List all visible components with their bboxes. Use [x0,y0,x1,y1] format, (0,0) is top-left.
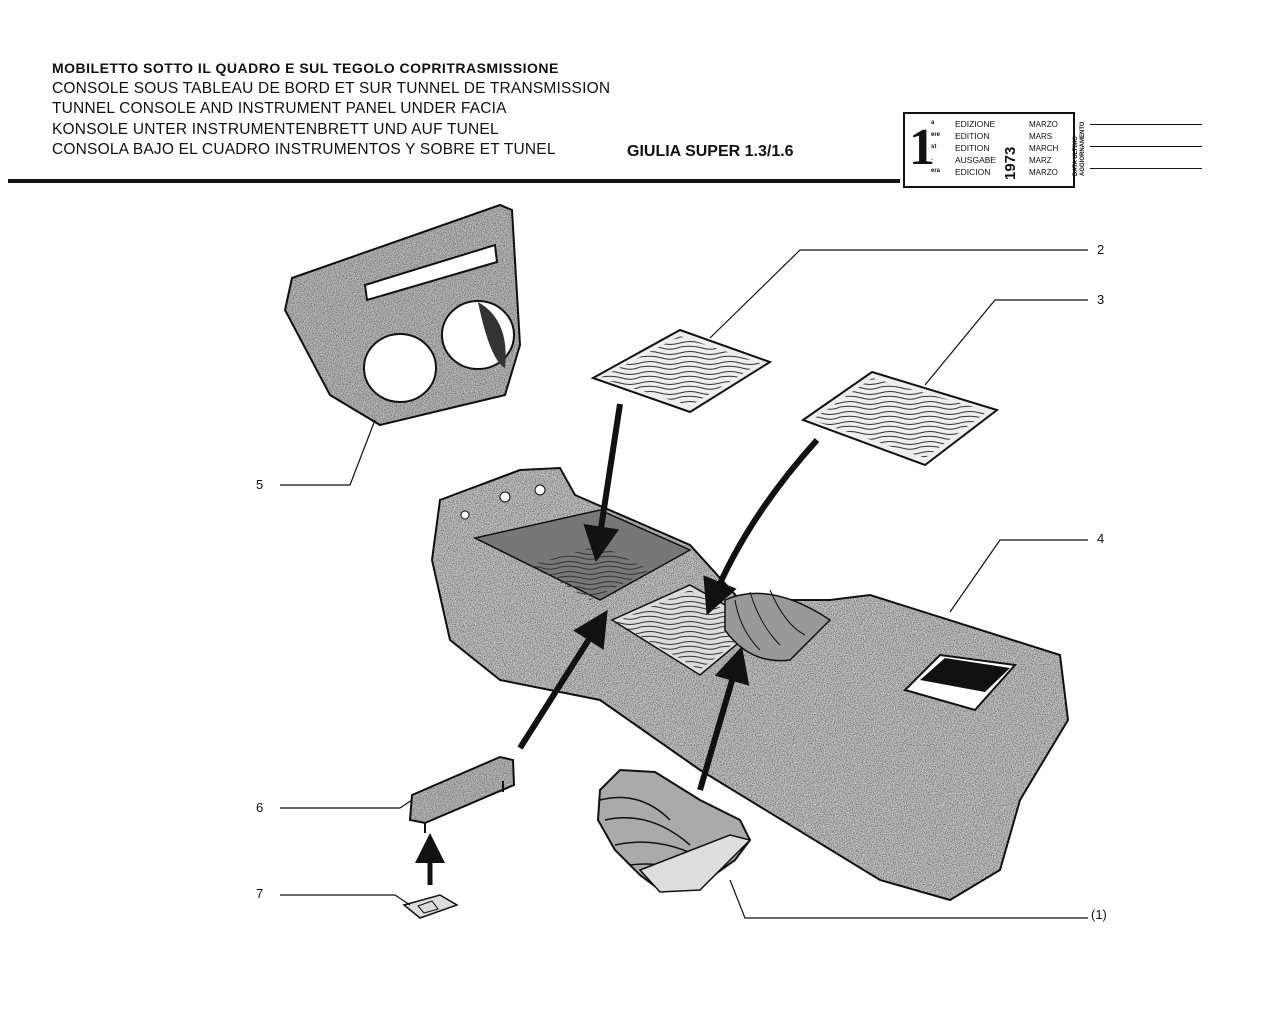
update-date-label-line1: DATA ULTIMO [1073,136,1079,176]
callout-7: 7 [256,886,264,901]
update-date-label: DATA ULTIMO AGGIORNAMENTO [1073,121,1087,176]
edition-month: MARS [1029,132,1053,141]
wood-insert-part-3 [800,370,1000,467]
title-block: MOBILETTO SOTTO IL QUADRO E SUL TEGOLO C… [52,58,610,161]
edition-suffix: . [931,156,933,162]
callout-1: (1) [1091,907,1107,922]
callout-5: 5 [256,477,264,492]
callout-4: 4 [1097,531,1105,546]
edition-month: MARCH [1029,144,1059,153]
clip-part-7 [402,894,459,919]
header-rule [8,179,900,183]
edition-month: MARZO [1029,120,1058,129]
edition-label: EDIZIONE [955,119,996,129]
title-english: TUNNEL CONSOLE AND INSTRUMENT PANEL UNDE… [52,100,507,117]
edition-box: 1 a ere st . era EDIZIONE EDITION EDITIO… [903,112,1075,188]
model-name: GIULIA SUPER 1.3/1.6 [627,143,794,160]
edition-month: MARZ [1029,156,1052,165]
date-line [1090,146,1202,147]
gear-boot-part-1 [596,768,752,893]
title-spanish: CONSOLA BAJO EL CUADRO INSTRUMENTOS Y SO… [52,141,556,158]
title-italian: MOBILETTO SOTTO IL QUADRO E SUL TEGOLO C… [52,60,559,76]
edition-label: EDITION [955,143,990,153]
wood-insert-part-2 [590,328,773,414]
edition-suffix: ere [931,132,941,138]
edition-month: MARZO [1029,168,1058,177]
title-french: CONSOLE SOUS TABLEAU DE BORD ET SUR TUNN… [52,79,611,97]
instrument-console-part-5 [283,203,522,427]
edition-suffix: era [931,168,941,174]
edition-year: 1973 [1002,146,1019,180]
assembly-arrows [415,403,820,885]
edition-label: AUSGABE [955,155,997,165]
leader-lines [280,249,1088,919]
edition-suffix: st [931,144,937,150]
edition-label: EDICION [955,167,991,177]
date-line [1090,124,1202,125]
gear-boot-installed [724,589,832,662]
title-german: KONSOLE UNTER INSTRUMENTENBRETT UND AUF … [52,120,499,138]
callout-2: 2 [1097,242,1105,257]
edition-suffix: a [931,120,935,126]
date-line [1090,168,1202,169]
update-date-label-line2: AGGIORNAMENTO [1080,121,1086,176]
callout-3: 3 [1097,292,1105,307]
small-cover-part-6 [408,755,516,833]
edition-number: 1 [909,119,935,176]
callout-6: 6 [256,800,264,815]
edition-label: EDITION [955,131,990,141]
